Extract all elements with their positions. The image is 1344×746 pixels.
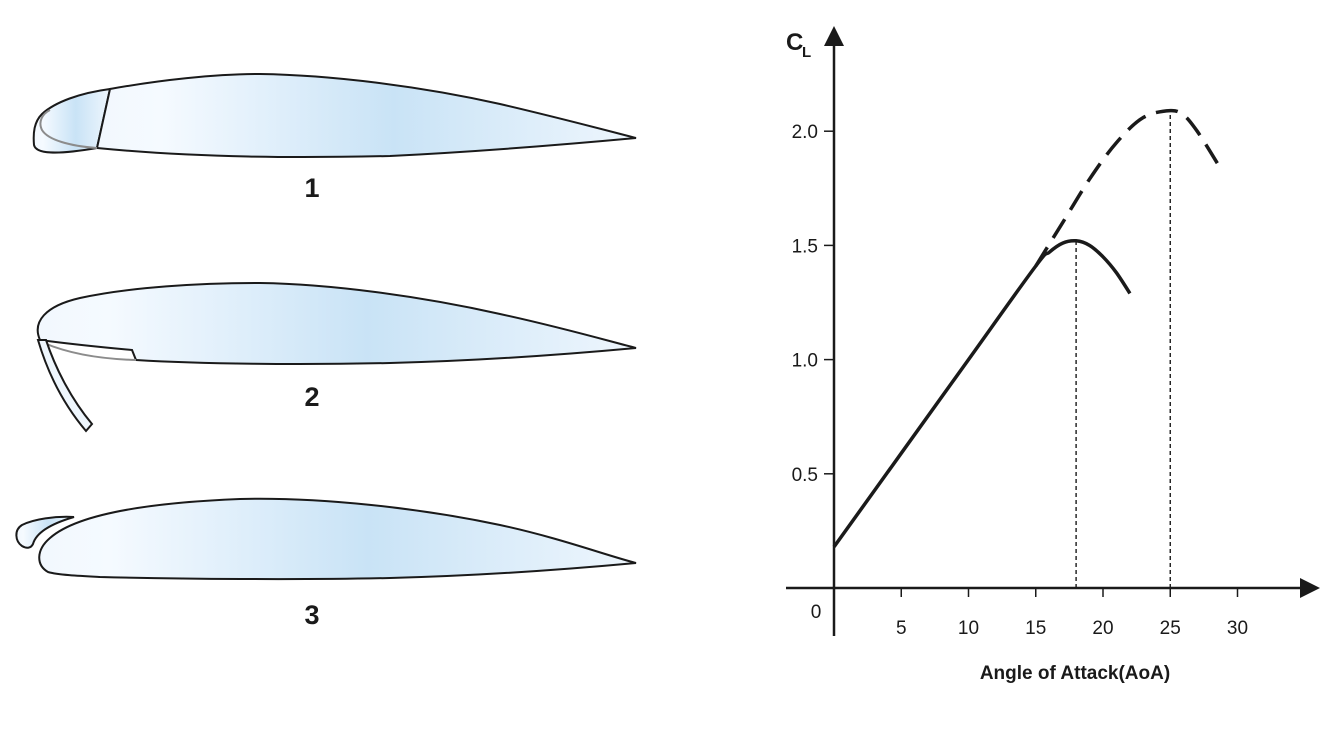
y-tick-label: 2.0: [792, 122, 818, 143]
airfoil-1-label: 1: [304, 173, 319, 203]
x-tick-label: 5: [896, 618, 907, 639]
lift-coefficient-chart: C L 0 Angle of Attack(AoA) 5 10 15 20 25 30 0.…: [786, 26, 1320, 684]
airfoil-3-body: [38, 497, 637, 581]
x-axis-arrow-icon: [1300, 578, 1320, 598]
airfoil-2-group: 2: [36, 281, 637, 433]
airfoil-3-group: 3: [15, 497, 637, 630]
cl-curve-clean-wing: [832, 238, 1132, 548]
y-tick-label: 1.0: [792, 351, 818, 372]
x-tick-label: 10: [958, 618, 979, 639]
x-tick-label: 15: [1025, 618, 1046, 639]
x-tick-label: 25: [1160, 618, 1181, 639]
airfoil-3-label: 3: [304, 600, 319, 630]
origin-label: 0: [811, 602, 822, 623]
y-axis-arrow-icon: [824, 26, 844, 46]
leading-edge-slat-icon: [15, 515, 75, 549]
krueger-flap-icon: [36, 339, 94, 433]
y-axis-title-subscript: L: [802, 44, 811, 61]
x-axis-title: Angle of Attack(AoA): [980, 663, 1170, 684]
x-tick-label: 20: [1092, 618, 1113, 639]
y-axis-title: C: [786, 29, 803, 56]
airfoil-1-body: [95, 72, 637, 159]
y-tick-label: 0.5: [792, 465, 818, 486]
airfoil-2-body: [36, 281, 637, 365]
retracted-nose-outline: [39, 109, 98, 149]
airfoil-1-group: 1: [32, 72, 637, 203]
x-tick-label: 30: [1227, 618, 1248, 639]
y-tick-label: 1.5: [792, 236, 818, 257]
cl-curve-with-device: [1034, 108, 1219, 267]
droop-nose-icon: [32, 87, 112, 154]
airfoil-2-label: 2: [304, 382, 319, 412]
krueger-flap-stow-line: [43, 342, 137, 361]
